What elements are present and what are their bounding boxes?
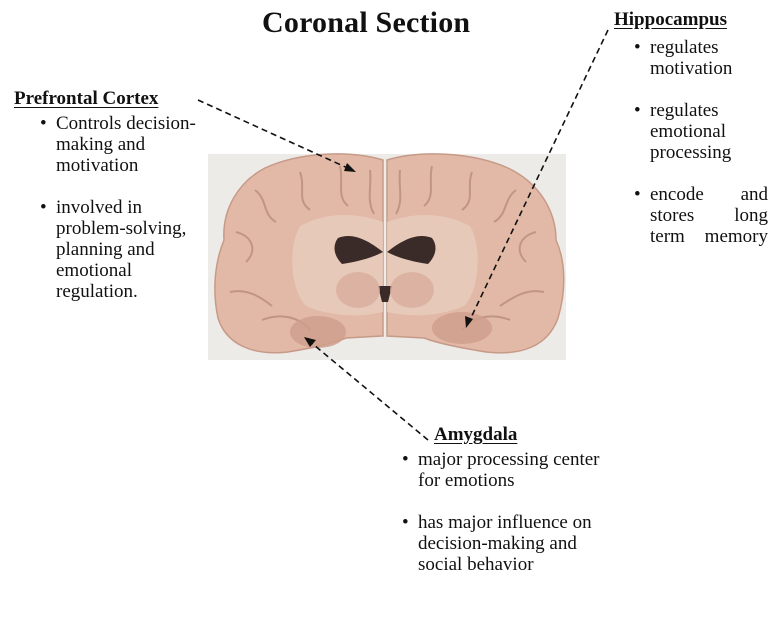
amygdala-leader-line xyxy=(308,340,428,440)
prefrontal-leader-line xyxy=(198,100,352,170)
brain-coronal-section-image xyxy=(215,154,564,353)
